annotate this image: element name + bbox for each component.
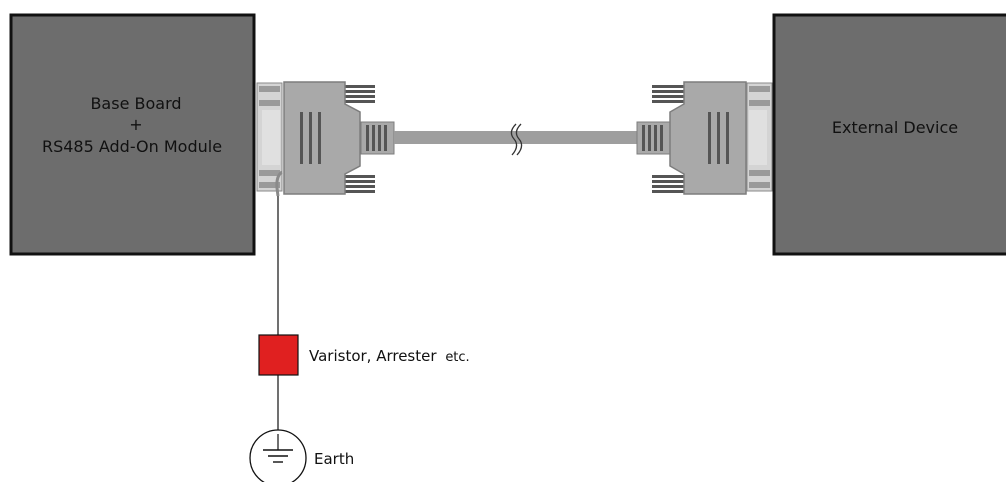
- left-board-socket: [256, 82, 283, 192]
- right-plug: [636, 81, 747, 195]
- base-board-label-plus: +: [129, 115, 142, 134]
- external-device-box: [772, 13, 1006, 256]
- cable-break-symbol: [510, 123, 523, 156]
- varistor-label-suffix: etc.: [445, 350, 469, 365]
- varistor-label-main: Varistor, Arrester: [309, 347, 437, 365]
- varistor-label: Varistor, Arrester etc.: [309, 347, 470, 365]
- right-device-socket: [746, 82, 773, 192]
- base-board-label-line1: Base Board: [90, 94, 181, 113]
- left-plug-screw-bottom: [345, 175, 375, 193]
- right-plug-screw-bottom: [652, 175, 684, 193]
- external-device-label: External Device: [832, 118, 958, 137]
- cable: [394, 131, 638, 144]
- left-plug: [283, 81, 395, 195]
- varistor-symbol: [258, 334, 299, 376]
- right-plug-screw-top: [652, 85, 684, 103]
- base-board-label-line3: RS485 Add-On Module: [42, 137, 222, 156]
- base-board-box: [9, 13, 256, 256]
- left-plug-screw-top: [345, 85, 375, 103]
- shield-pigtail: [275, 170, 283, 197]
- earth-ground-icon: [249, 429, 307, 482]
- earth-label: Earth: [314, 450, 354, 468]
